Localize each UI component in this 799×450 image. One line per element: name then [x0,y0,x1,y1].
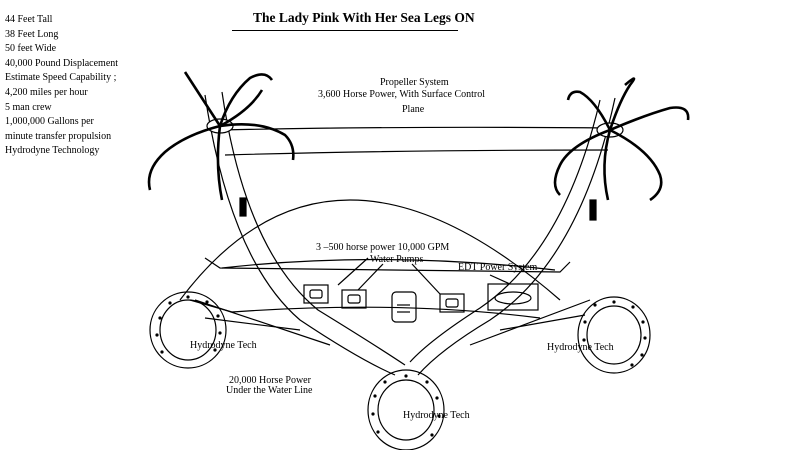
spec-item: 1,000,000 Gallons per [5,116,94,128]
spec-item: Estimate Speed Capability ; [5,72,117,84]
spec-item: 50 feet Wide [5,43,57,55]
strut-left-lower [204,317,301,331]
hydrodyne-pod-left [149,291,227,369]
right-mast-outer [417,97,616,376]
diagram-title: The Lady Pink With Her Sea Legs ON [253,10,475,25]
title-underline [232,30,458,31]
power-label-1: 20,000 Horse Power [229,375,311,386]
strut-right-upper [469,299,591,346]
edt-box [487,283,539,311]
pump-box-1 [303,284,329,304]
spec-item: 44 Feet Tall [5,14,53,25]
hydrodyne-right-label: Hydrodyne Tech [547,342,614,353]
hydrodyne-bottom-label: Hydrodyne Tech [403,410,470,421]
propeller-label-2: 3,600 Horse Power, With Surface Control [318,89,486,100]
pump-box-3 [391,291,417,323]
right-propeller [553,77,690,202]
strut-right-lower [499,314,586,331]
hydrodyne-pod-bottom [367,369,445,450]
edt-label: EDT Power System [458,262,538,273]
right-mast-marker [589,199,597,221]
edt-pointer [489,274,511,285]
pump-box-4 [439,293,465,313]
pump-pointer-3 [411,263,441,295]
pump-deck [204,257,571,273]
pumps-label-1: 3 –500 horse power 10,000 GPM [316,242,450,253]
cross-beam [219,126,611,131]
pod-rivets [155,295,647,437]
hull-bottom [231,306,541,319]
spec-item: 40,000 Pound Displacement [5,57,119,69]
pumps-label-2: Water Pumps [370,254,424,265]
propeller-label-3: Plane [402,104,425,115]
left-mast-marker [239,197,247,217]
dome-arc [179,199,561,301]
spec-item: 5 man crew [5,101,52,113]
left-mast-outer [204,94,396,376]
right-mast-inner [409,99,601,363]
pump-box-2 [341,289,367,309]
hydrodyne-left-label: Hydrodyne Tech [190,340,257,351]
spec-item: Hydrodyne Technology [5,145,100,157]
left-propeller [147,71,295,201]
cross-beam-lower [224,149,609,156]
hydrodyne-pod-right [577,296,651,374]
pump-pointer-2 [357,263,384,291]
pump-pointer-1 [337,257,369,286]
spec-item: 38 Feet Long [5,28,59,40]
power-label-2: Under the Water Line [226,385,313,396]
propeller-label-1: Propeller System [380,77,449,88]
spec-item: minute transfer propulsion [5,130,112,142]
spec-list: 44 Feet Tall 38 Feet Long 50 feet Wide 4… [5,13,118,159]
pump-deck-top [221,258,556,271]
spec-item: 4,200 miles per hour [5,86,88,98]
left-mast-inner [221,91,406,366]
